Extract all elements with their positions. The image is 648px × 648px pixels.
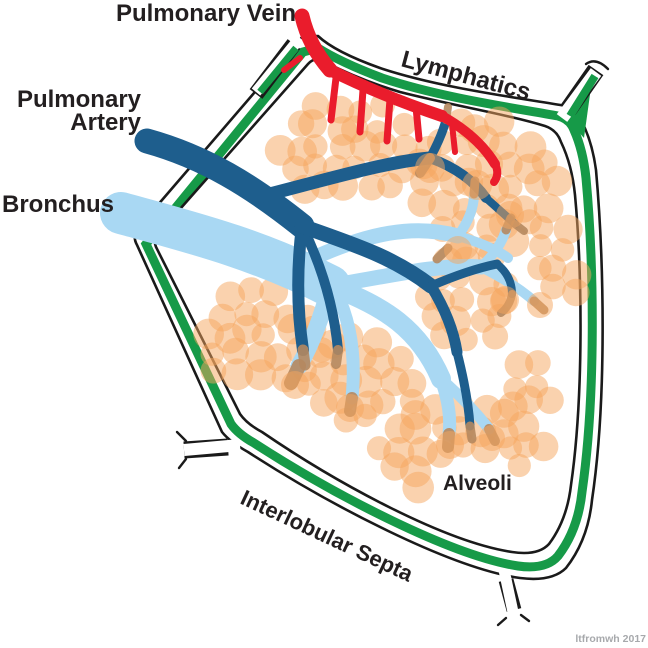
signature-credit: ltfromwh 2017 — [575, 633, 646, 645]
label-pulmonary-vein: Pulmonary Vein — [116, 0, 296, 27]
pulmonary-artery-vessel — [134, 115, 519, 431]
septa-spur-bottom-right — [496, 568, 531, 627]
label-alveoli: Alveoli — [443, 472, 512, 495]
septa-stub-vein-entry — [249, 34, 305, 99]
label-pulmonary-artery-line2: Artery — [70, 109, 141, 136]
alveoli-over-tips — [281, 153, 553, 459]
alveoli-clusters — [193, 92, 592, 504]
pulmonary-vein-vessel — [281, 8, 502, 186]
septa-spur-bottom-left — [175, 430, 241, 470]
label-bronchus: Bronchus — [2, 191, 114, 218]
label-pulmonary-artery-line1: Pulmonary — [17, 86, 142, 113]
septa-spur-top-right — [556, 60, 610, 122]
